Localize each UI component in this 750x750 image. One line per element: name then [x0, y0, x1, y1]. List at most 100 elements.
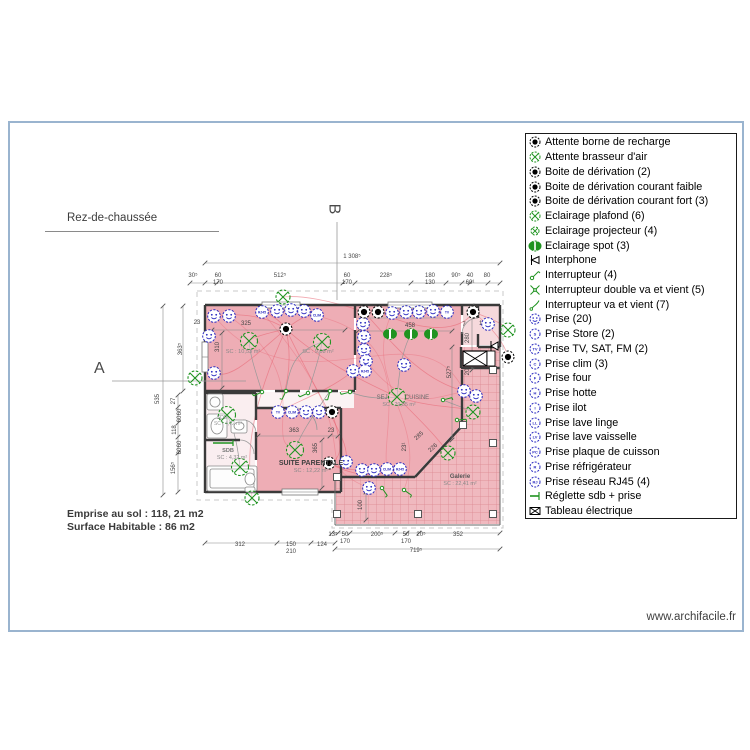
- prise-icon: [426, 304, 440, 318]
- room-label: SC : 10,53 m²: [226, 349, 261, 355]
- dim-label: 226: [428, 442, 440, 454]
- legend-item-label: Eclairage projecteur (4): [545, 224, 658, 237]
- fixture: [244, 472, 256, 486]
- dim-tick: [497, 530, 503, 536]
- prise-icon: TV: [271, 405, 285, 419]
- dim-label: 458: [405, 323, 416, 329]
- dim-tick: [175, 450, 181, 456]
- dim-tick: [392, 530, 398, 536]
- eclairage-plafond-icon: [217, 405, 237, 425]
- fixture: [209, 396, 221, 408]
- dim-label: 170: [213, 280, 224, 286]
- legend-item-label: Attente borne de recharge: [545, 136, 671, 149]
- dim-tick: [327, 433, 333, 439]
- prise-icon: [362, 481, 376, 495]
- prise-S-icon: S: [529, 328, 541, 340]
- interrupteur-icon: [325, 388, 333, 401]
- legend-item-label: Prise (20): [545, 313, 592, 326]
- dim-tick: [469, 367, 475, 373]
- wire-red: [363, 311, 465, 392]
- dim-tick: [497, 280, 503, 286]
- prise-icon: [481, 317, 495, 331]
- legend-item: Boite de dérivation (2): [528, 165, 736, 180]
- legend-item-label: Prise plaque de cuisson: [545, 446, 660, 459]
- dim-tick: [416, 530, 422, 536]
- eclairage-projecteur-icon: [465, 404, 481, 420]
- post: [333, 510, 341, 518]
- dim-label: 325: [241, 321, 252, 327]
- boite-derivation-icon: [322, 456, 336, 470]
- wall: [414, 425, 463, 478]
- dim-tick: [497, 546, 503, 552]
- svg-text:CLIM: CLIM: [288, 410, 296, 414]
- post: [489, 510, 497, 518]
- prise-icon: [357, 330, 371, 344]
- dim-tick: [497, 260, 503, 266]
- dim-label: 150: [286, 542, 297, 548]
- wire-switch: [442, 399, 474, 413]
- dim-label: 228⁵: [380, 272, 393, 279]
- wires-gray-layer: [226, 333, 474, 468]
- dim-tick: [274, 540, 280, 546]
- black-dot-icon: [529, 195, 541, 207]
- dim-tick: [459, 280, 465, 286]
- dim-tick: [485, 280, 491, 286]
- interphone-icon: [489, 341, 499, 351]
- dim-label: 60: [177, 415, 183, 422]
- prise-icon: [339, 455, 353, 469]
- prise-icon: [359, 354, 373, 368]
- legend-item-label: Prise réseau RJ45 (4): [545, 475, 651, 488]
- legend-item-label: Interphone: [545, 254, 597, 267]
- dim-label: 60¹: [466, 280, 475, 286]
- eclairage-projecteur-icon: [440, 445, 456, 461]
- legend-item-label: Prise four: [545, 372, 592, 385]
- brasseur-air-icon: [500, 322, 516, 338]
- post: [489, 366, 497, 374]
- dim-tick: [404, 530, 410, 536]
- legend-item-label: Interrupteur double va et vient (5): [545, 283, 705, 296]
- legend-item-label: Boite de dérivation courant fort (3): [545, 195, 709, 208]
- post: [459, 421, 467, 429]
- wire-switch: [294, 390, 331, 451]
- surface-info-line2: Surface Habitable : 86 m2: [67, 521, 195, 533]
- svg-text:I: I: [534, 405, 535, 410]
- dim-label: 124: [317, 542, 328, 548]
- prise-I-icon: I: [529, 402, 541, 414]
- dim-tick: [202, 540, 208, 546]
- dim-tick: [347, 530, 353, 536]
- prise-icon: [399, 305, 413, 319]
- tableau-icon: [529, 507, 541, 516]
- dim-tick: [340, 280, 346, 286]
- legend-item-label: Prise lave vaisselle: [545, 431, 637, 444]
- interrupteur-icon: [251, 389, 265, 397]
- legend-item: Réglette sdb + prise: [528, 489, 736, 504]
- dim-label: 365: [313, 442, 319, 453]
- dim-tick: [175, 392, 181, 398]
- legend-item: Interrupteur double va et vient (5): [528, 283, 736, 298]
- int-icon: [529, 271, 541, 281]
- room-label: Galerie: [450, 474, 471, 480]
- dim-label: 170: [342, 280, 353, 286]
- eclairage-plafond-icon: [239, 331, 259, 351]
- svg-text:S: S: [534, 332, 537, 337]
- eclairage-plafond-icon: [285, 440, 305, 460]
- dim-tick: [202, 260, 208, 266]
- dim-label: 180: [425, 273, 436, 279]
- dim-tick: [255, 433, 261, 439]
- dim-tick: [363, 517, 369, 523]
- dim-label: 280: [465, 332, 471, 343]
- boite-derivation-icon: [357, 305, 371, 319]
- legend-item: Interrupteur va et vient (7): [528, 297, 736, 312]
- dim-label: 130: [425, 280, 436, 286]
- prise-icon: [284, 303, 298, 317]
- dim-label: 1 308⁵: [343, 253, 361, 260]
- prise-icon: [299, 405, 313, 419]
- post: [414, 510, 422, 518]
- interrupteur-icon: [454, 417, 468, 423]
